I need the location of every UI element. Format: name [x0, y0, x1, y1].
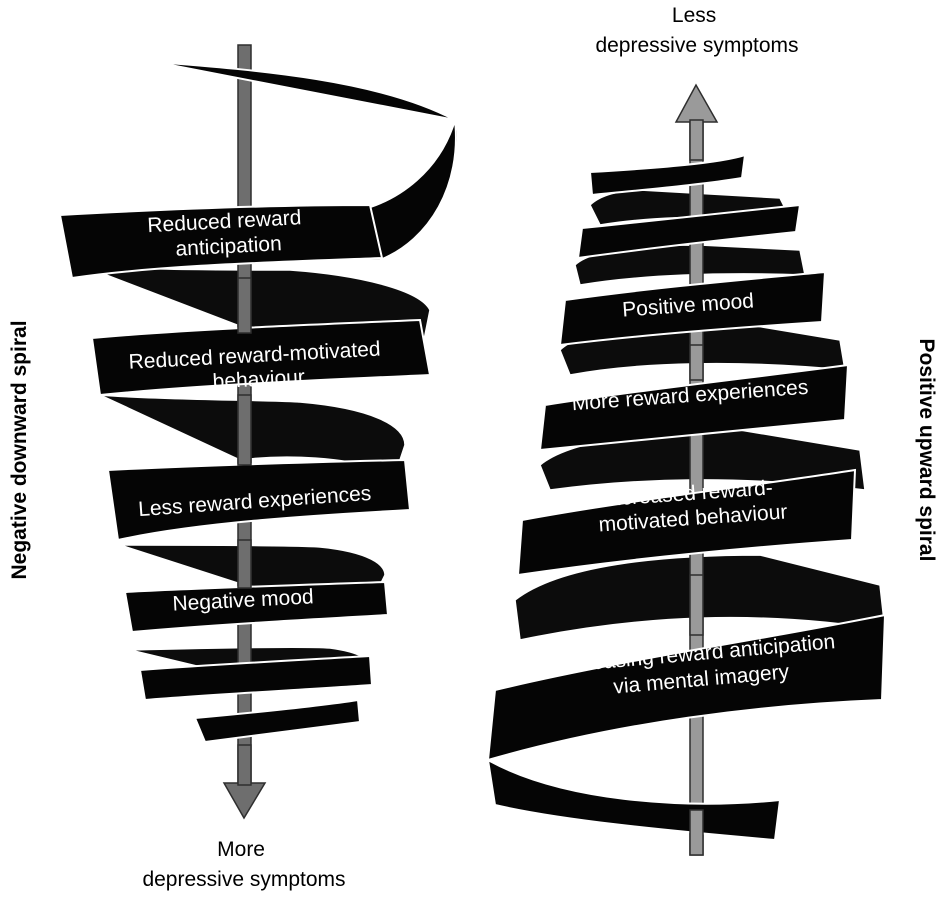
- left-band-4: [123, 580, 390, 634]
- right-side-label: Positive upward spiral: [915, 339, 938, 562]
- left-ribbon-back-3: [99, 394, 406, 477]
- right-band-3: [516, 468, 857, 577]
- right-band-bottom: [486, 758, 782, 842]
- left-band-3: [106, 458, 412, 542]
- right-top-line1: Less: [672, 4, 716, 27]
- left-arrow-shaft-front-1: [237, 277, 252, 334]
- left-band-5: [138, 654, 374, 702]
- left-band-1-label: Reduced reward anticipation: [147, 206, 309, 262]
- right-top-line2: depressive symptoms: [595, 34, 798, 57]
- left-arrow-shaft-front-4: [237, 744, 252, 786]
- left-band-2: [90, 318, 432, 397]
- left-bottom-line1: More: [217, 838, 265, 861]
- left-arrow-shaft-front-3: [237, 539, 252, 589]
- left-bottom-label: More depressive symptoms: [142, 838, 345, 891]
- right-band-2: [538, 363, 850, 452]
- left-band-6: [193, 698, 362, 744]
- left-spiral: Reduced reward anticipation Reduced rewa…: [8, 44, 459, 891]
- right-arrow-shaft-front-1: [689, 119, 704, 161]
- left-band-1: [58, 203, 384, 280]
- right-arrow-shaft-front-2: [689, 344, 704, 381]
- right-arrowhead: [674, 83, 719, 123]
- left-bottom-line2: depressive symptoms: [142, 868, 345, 891]
- right-arrow-shaft-front-3: [689, 574, 704, 636]
- right-band-top-2: [576, 203, 802, 260]
- right-band-top-1: [588, 153, 747, 197]
- right-arrow-shaft-front-4: [689, 809, 704, 856]
- left-side-label: Negative downward spiral: [8, 320, 31, 579]
- right-band-4: [486, 613, 887, 762]
- left-band-2-line2: behaviour: [212, 366, 305, 394]
- right-band-1: [558, 270, 827, 347]
- left-arrow-shaft-front-2: [237, 394, 252, 466]
- left-arrowhead: [222, 782, 267, 820]
- left-band-1-line2: anticipation: [175, 232, 282, 261]
- right-top-label: Less depressive symptoms: [595, 4, 798, 57]
- right-spiral: Positive mood More reward experiences In…: [486, 4, 938, 856]
